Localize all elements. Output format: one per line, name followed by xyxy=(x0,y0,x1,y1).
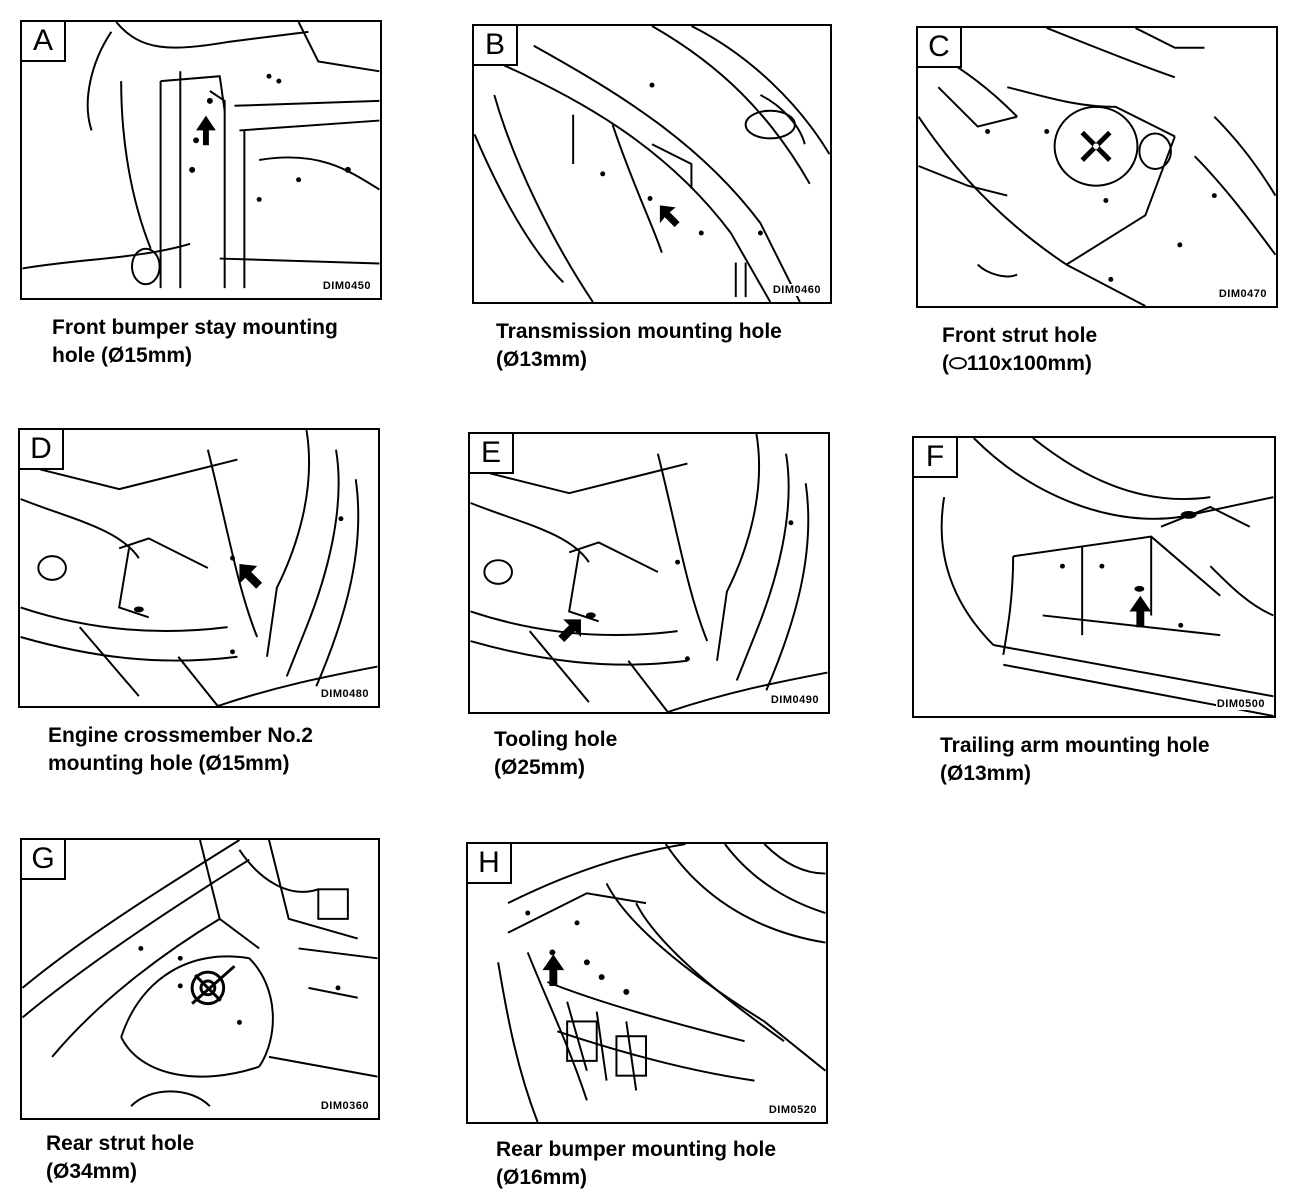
diagram-code: DIM0460 xyxy=(771,284,822,296)
panel-h: H DIM0520 xyxy=(466,842,828,1124)
arrow-up-icon xyxy=(196,115,216,146)
caption-line-2: (Ø13mm) xyxy=(940,762,1032,785)
diagram-code: DIM0360 xyxy=(319,1100,370,1112)
caption-g: Rear strut hole (Ø34mm) xyxy=(46,1130,194,1186)
caption-line-2: (⬭110x100mm) xyxy=(942,352,1092,375)
panel-letter: F xyxy=(914,438,958,478)
diagram-code: DIM0500 xyxy=(1215,698,1266,710)
engine-crossmember-illustration xyxy=(20,430,378,706)
panel-a: A DIM0450 xyxy=(20,20,382,300)
caption-line-2: mounting hole (Ø15mm) xyxy=(48,752,290,775)
panel-letter: B xyxy=(474,26,518,66)
diagram-code: DIM0520 xyxy=(767,1104,818,1116)
front-strut-tower-illustration xyxy=(918,28,1276,306)
panel-c: C DIM0470 xyxy=(916,26,1278,308)
diagram-code: DIM0450 xyxy=(321,280,372,292)
cross-hole-icon xyxy=(190,965,236,1006)
diagram-code: DIM0480 xyxy=(319,688,370,700)
caption-f: Trailing arm mounting hole (Ø13mm) xyxy=(940,732,1210,788)
caption-line-1: Front bumper stay mounting xyxy=(52,316,338,339)
caption-line-1: Rear strut hole xyxy=(46,1132,195,1155)
rear-bumper-mount-illustration xyxy=(497,844,826,1122)
rear-strut-tower-illustration xyxy=(22,840,378,1107)
caption-line-2: (Ø34mm) xyxy=(46,1160,138,1183)
diagram-code: DIM0470 xyxy=(1217,288,1268,300)
panel-letter: H xyxy=(468,844,512,884)
arrow-up-right-icon xyxy=(558,619,581,643)
panel-e: E DIM0490 xyxy=(468,432,830,714)
caption-line-1: Transmission mounting hole xyxy=(496,320,782,343)
caption-line-1: Engine crossmember No.2 xyxy=(48,724,313,747)
caption-line-1: Tooling hole xyxy=(494,728,618,751)
caption-line-1: Front strut hole xyxy=(942,324,1098,347)
arrow-up-icon xyxy=(1129,595,1152,628)
transmission-mount-illustration xyxy=(474,26,830,302)
caption-line-2: (Ø16mm) xyxy=(496,1166,588,1189)
panel-g: G DIM0360 xyxy=(20,838,380,1120)
caption-line-2: (Ø25mm) xyxy=(494,756,586,779)
caption-b: Transmission mounting hole (Ø13mm) xyxy=(496,318,782,374)
caption-c: Front strut hole (⬭110x100mm) xyxy=(942,322,1097,378)
front-bumper-stay-illustration xyxy=(22,22,380,289)
trailing-arm-illustration xyxy=(940,438,1274,716)
diagram-code: DIM0490 xyxy=(769,694,820,706)
caption-d: Engine crossmember No.2 mounting hole (Ø… xyxy=(48,722,313,778)
panel-letter: D xyxy=(20,430,64,470)
panel-letter: G xyxy=(22,840,66,880)
caption-e: Tooling hole (Ø25mm) xyxy=(494,726,617,782)
panel-f: F DIM0500 xyxy=(912,436,1276,718)
arrow-up-left-icon xyxy=(659,205,680,228)
caption-line-2: hole (Ø15mm) xyxy=(52,344,193,367)
panel-b: B DIM0460 xyxy=(472,24,832,304)
arrow-up-icon xyxy=(542,954,565,986)
panel-letter: E xyxy=(470,434,514,474)
arrow-up-left-icon xyxy=(239,564,263,589)
caption-line-1: Trailing arm mounting hole xyxy=(940,734,1210,757)
panel-letter: C xyxy=(918,28,962,68)
caption-a: Front bumper stay mounting hole (Ø15mm) xyxy=(52,314,338,370)
tooling-hole-illustration xyxy=(470,434,828,712)
caption-h: Rear bumper mounting hole (Ø16mm) xyxy=(496,1136,776,1192)
caption-line-2: (Ø13mm) xyxy=(496,348,588,371)
caption-line-1: Rear bumper mounting hole xyxy=(496,1138,777,1161)
panel-d: D DIM0480 xyxy=(18,428,380,708)
panel-letter: A xyxy=(22,22,66,62)
